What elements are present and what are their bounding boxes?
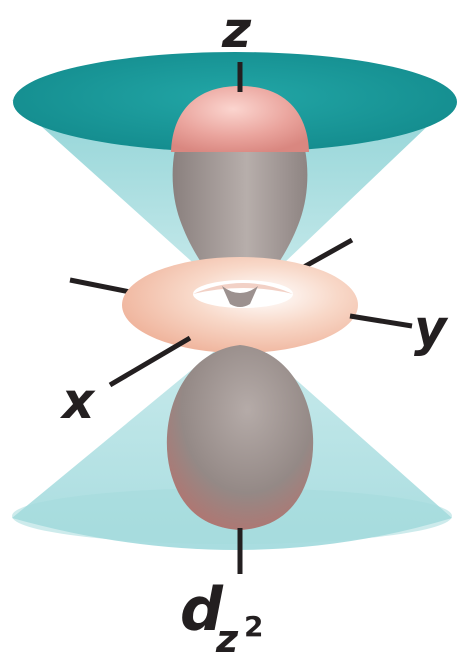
x-axis-line-back bbox=[70, 280, 130, 292]
z-axis-label: z bbox=[221, 1, 252, 59]
y-axis-line-front bbox=[350, 316, 412, 326]
orbital-label-superscript: 2 bbox=[244, 610, 263, 643]
x-axis-label: x bbox=[59, 372, 96, 430]
x-axis-line-front bbox=[110, 338, 190, 385]
y-axis-label: y bbox=[414, 299, 449, 357]
y-axis-line-back bbox=[302, 240, 352, 268]
orbital-label-subscript: z bbox=[215, 617, 239, 661]
orbital-label: d z 2 bbox=[180, 575, 263, 661]
